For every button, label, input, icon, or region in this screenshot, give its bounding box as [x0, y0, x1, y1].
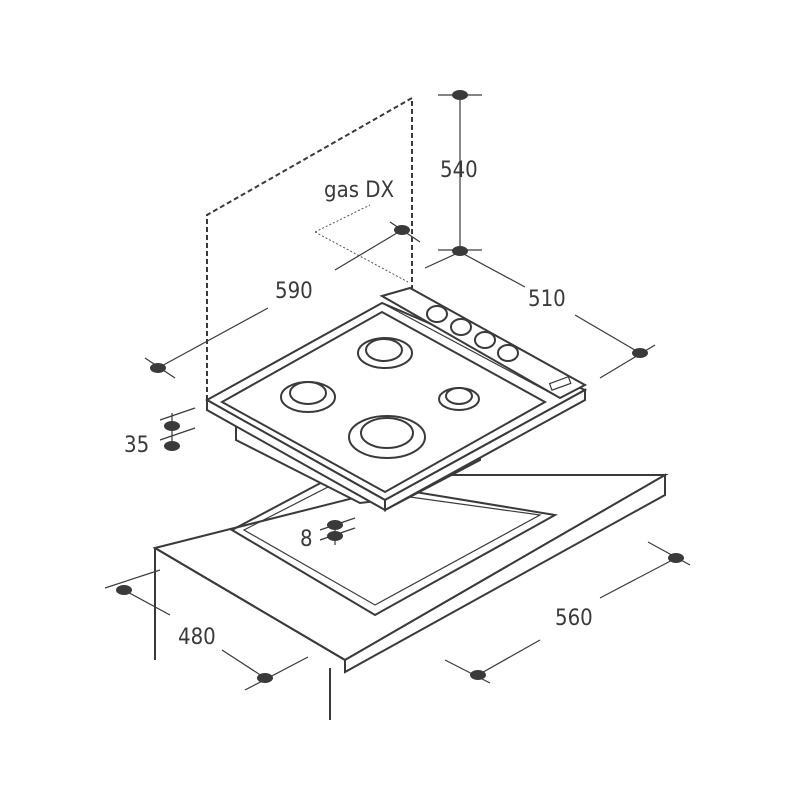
- wall-outline: [206, 96, 413, 400]
- knob-icon[interactable]: [450, 318, 472, 336]
- dimension-label-510: 510: [528, 287, 566, 312]
- knob-icon[interactable]: [474, 331, 496, 349]
- gas-side-label: gas DX: [324, 178, 394, 203]
- burners: [280, 337, 480, 459]
- countertop: [152, 473, 669, 720]
- knob-icon[interactable]: [497, 344, 519, 362]
- knob-icon[interactable]: [426, 305, 448, 323]
- hob: [204, 286, 588, 512]
- cutout: [229, 476, 558, 617]
- dimension-label-480: 480: [178, 625, 216, 650]
- dimension-points: [116, 90, 684, 683]
- dimension-label-590: 590: [275, 279, 313, 304]
- control-knobs: [426, 305, 519, 362]
- dimension-label-560: 560: [555, 606, 593, 631]
- dimension-label-540: 540: [440, 158, 478, 183]
- dimension-label-8: 8: [300, 527, 313, 552]
- dimension-label-35: 35: [124, 433, 149, 458]
